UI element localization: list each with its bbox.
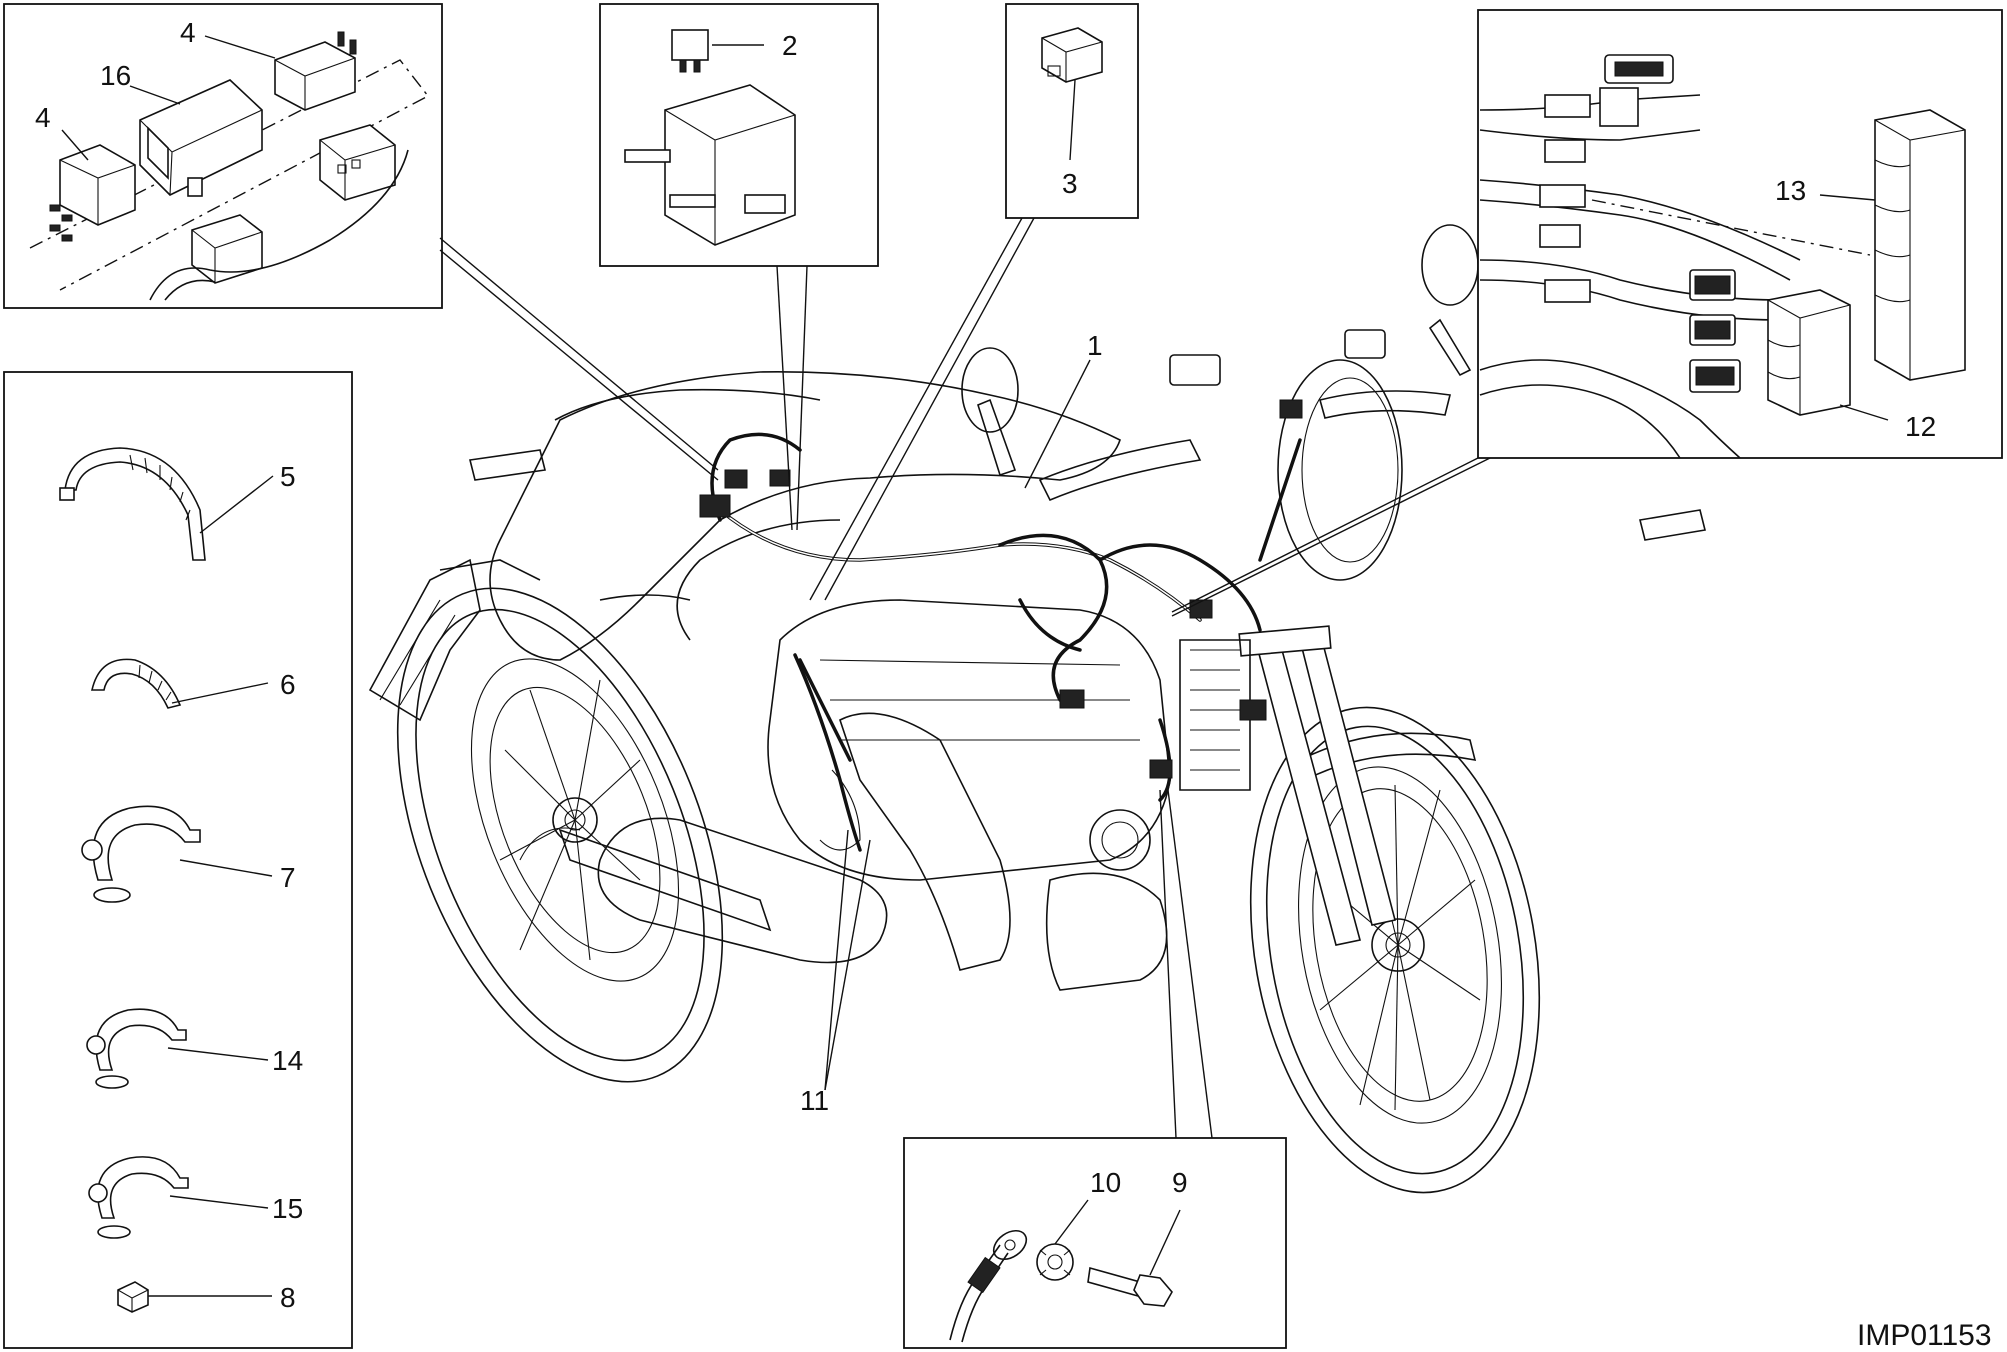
callout-16: 16 bbox=[100, 60, 131, 91]
front-fork bbox=[1238, 625, 1396, 946]
front-wheel bbox=[1249, 706, 1541, 1194]
panel-clips bbox=[3, 371, 353, 1349]
panel-relays bbox=[3, 3, 443, 309]
callout-2: 2 bbox=[782, 30, 798, 61]
callout-7: 7 bbox=[280, 862, 296, 893]
callout-4-top: 4 bbox=[180, 17, 196, 48]
hose-clamp-icon bbox=[81, 805, 201, 903]
callout-13: 13 bbox=[1775, 175, 1806, 206]
exhaust bbox=[597, 712, 1168, 991]
hose-clamp-icon bbox=[86, 1008, 187, 1089]
clip-icon bbox=[117, 1281, 149, 1313]
callout-5: 5 bbox=[280, 461, 296, 492]
fuse-box-icon bbox=[624, 84, 796, 246]
hose-clamp-icon bbox=[88, 1156, 189, 1239]
callout-8: 8 bbox=[280, 1282, 296, 1313]
callout-11: 11 bbox=[800, 1085, 829, 1116]
flasher-unit-icon bbox=[139, 79, 263, 197]
relay-icon bbox=[49, 144, 136, 242]
headlight bbox=[1277, 359, 1403, 581]
callout-10: 10 bbox=[1090, 1167, 1121, 1198]
callout-4-left: 4 bbox=[35, 102, 51, 133]
panel-ground-bolt bbox=[903, 789, 1287, 1349]
callout-3: 3 bbox=[1062, 168, 1078, 199]
rear-brake bbox=[519, 827, 581, 861]
rear-subframe bbox=[368, 558, 541, 722]
connector-holder-icon bbox=[1874, 109, 1966, 381]
callout-9: 9 bbox=[1172, 1167, 1188, 1198]
panel-connector-holders bbox=[1171, 9, 2003, 617]
drawing-code: IMP01153 bbox=[1857, 1319, 1992, 1352]
bolt-icon bbox=[1087, 1266, 1173, 1307]
engine bbox=[767, 599, 1251, 881]
rear-wheel bbox=[396, 587, 724, 1083]
connector-icon bbox=[1041, 27, 1103, 83]
bodywork bbox=[489, 371, 1121, 661]
panel-fuses bbox=[599, 3, 879, 531]
motorcycle-drawing bbox=[368, 224, 1706, 1194]
wiring-harness bbox=[699, 399, 1303, 852]
connector-holder-icon bbox=[1767, 289, 1851, 416]
callout-12: 12 bbox=[1905, 411, 1936, 442]
relay-socket-icon bbox=[319, 124, 396, 201]
fuse-icon bbox=[671, 29, 709, 73]
relay-icon bbox=[274, 31, 357, 111]
callout-6: 6 bbox=[280, 669, 296, 700]
cable-tie-icon bbox=[59, 447, 206, 561]
callout-15: 15 bbox=[272, 1193, 303, 1224]
callout-14: 14 bbox=[272, 1045, 303, 1076]
panel-connector bbox=[809, 3, 1139, 601]
callout-1: 1 bbox=[1087, 330, 1103, 361]
cable-tie-icon bbox=[90, 658, 182, 709]
turn-signals bbox=[469, 449, 1706, 541]
swingarm bbox=[558, 828, 772, 932]
